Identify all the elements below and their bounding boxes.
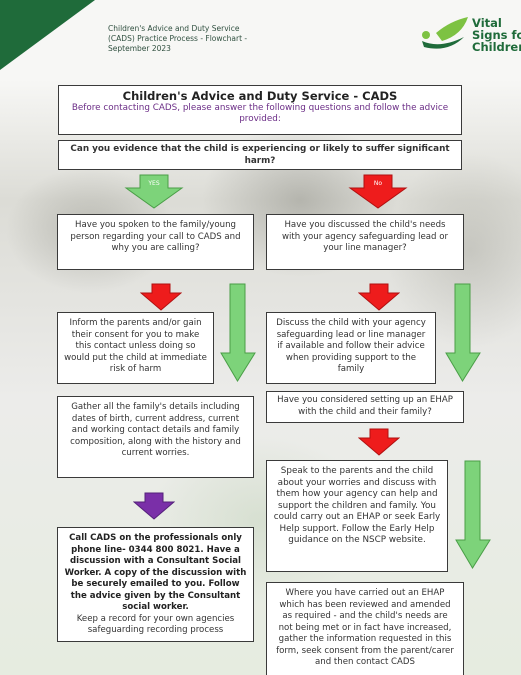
title-box: Children's Advice and Duty Service - CAD… <box>58 85 462 135</box>
document-header: Children's Advice and Duty Service (CADS… <box>108 24 308 54</box>
no-arrow: No <box>348 174 408 210</box>
logo-text: Vital Signs for Children <box>472 17 521 53</box>
green-arrow-shape <box>445 283 481 382</box>
call-cads-box: Call CADS on the professionals only phon… <box>57 527 254 642</box>
yes-arrow: YES <box>124 174 184 210</box>
discuss-child-box: Discuss the child with your agency safeg… <box>266 312 436 384</box>
purple-arrow-shape <box>133 492 175 520</box>
red-arrow-shape <box>140 283 182 311</box>
no-label: No <box>373 180 383 187</box>
header-line: September 2023 <box>108 44 171 53</box>
green-arrow-shape <box>220 283 256 382</box>
green-long-arrow-right-bottom <box>455 460 491 570</box>
yes-question-box: Have you spoken to the family/young pers… <box>57 214 254 270</box>
logo-line: Vital <box>472 16 502 30</box>
logo-line: Children <box>472 40 521 54</box>
purple-down-arrow <box>133 492 175 520</box>
header-line: (CADS) Practice Process - Flowchart - <box>108 34 248 43</box>
logo-line: Signs for <box>472 28 521 42</box>
record-note: Keep a record for your own agencies safe… <box>76 613 235 636</box>
inform-parents-box: Inform the parents and/or gain their con… <box>57 312 214 384</box>
green-long-arrow-right-top <box>445 283 481 383</box>
main-question-box: Can you evidence that the child is exper… <box>58 140 462 170</box>
page-title: Children's Advice and Duty Service - CAD… <box>122 89 398 103</box>
page-subtitle: Before contacting CADS, please answer th… <box>71 103 449 124</box>
no-arrow-shape <box>348 174 408 209</box>
logo-leaf-icon <box>422 17 468 49</box>
gather-details-box: Gather all the family's details includin… <box>57 396 254 478</box>
green-arrow-shape <box>455 460 491 569</box>
red-down-arrow-right <box>358 283 400 311</box>
yes-arrow-shape <box>124 174 184 209</box>
vital-signs-logo: Vital Signs for Children <box>412 15 521 57</box>
where-ehap-box: Where you have carried out an EHAP which… <box>266 582 464 675</box>
green-long-arrow-left <box>220 283 256 383</box>
red-arrow-shape <box>358 428 400 456</box>
corner-decoration <box>0 0 95 70</box>
call-cads-instructions: Call CADS on the professionals only phon… <box>64 533 247 612</box>
yes-label: YES <box>148 180 160 187</box>
speak-parents-box: Speak to the parents and the child about… <box>266 460 448 572</box>
ehap-question-box: Have you considered setting up an EHAP w… <box>266 391 464 423</box>
no-question-box: Have you discussed the child's needs wit… <box>266 214 464 270</box>
red-down-arrow-left <box>140 283 182 311</box>
red-arrow-shape <box>358 283 400 311</box>
red-down-arrow-right-2 <box>358 428 400 456</box>
header-line: Children's Advice and Duty Service <box>108 24 240 33</box>
